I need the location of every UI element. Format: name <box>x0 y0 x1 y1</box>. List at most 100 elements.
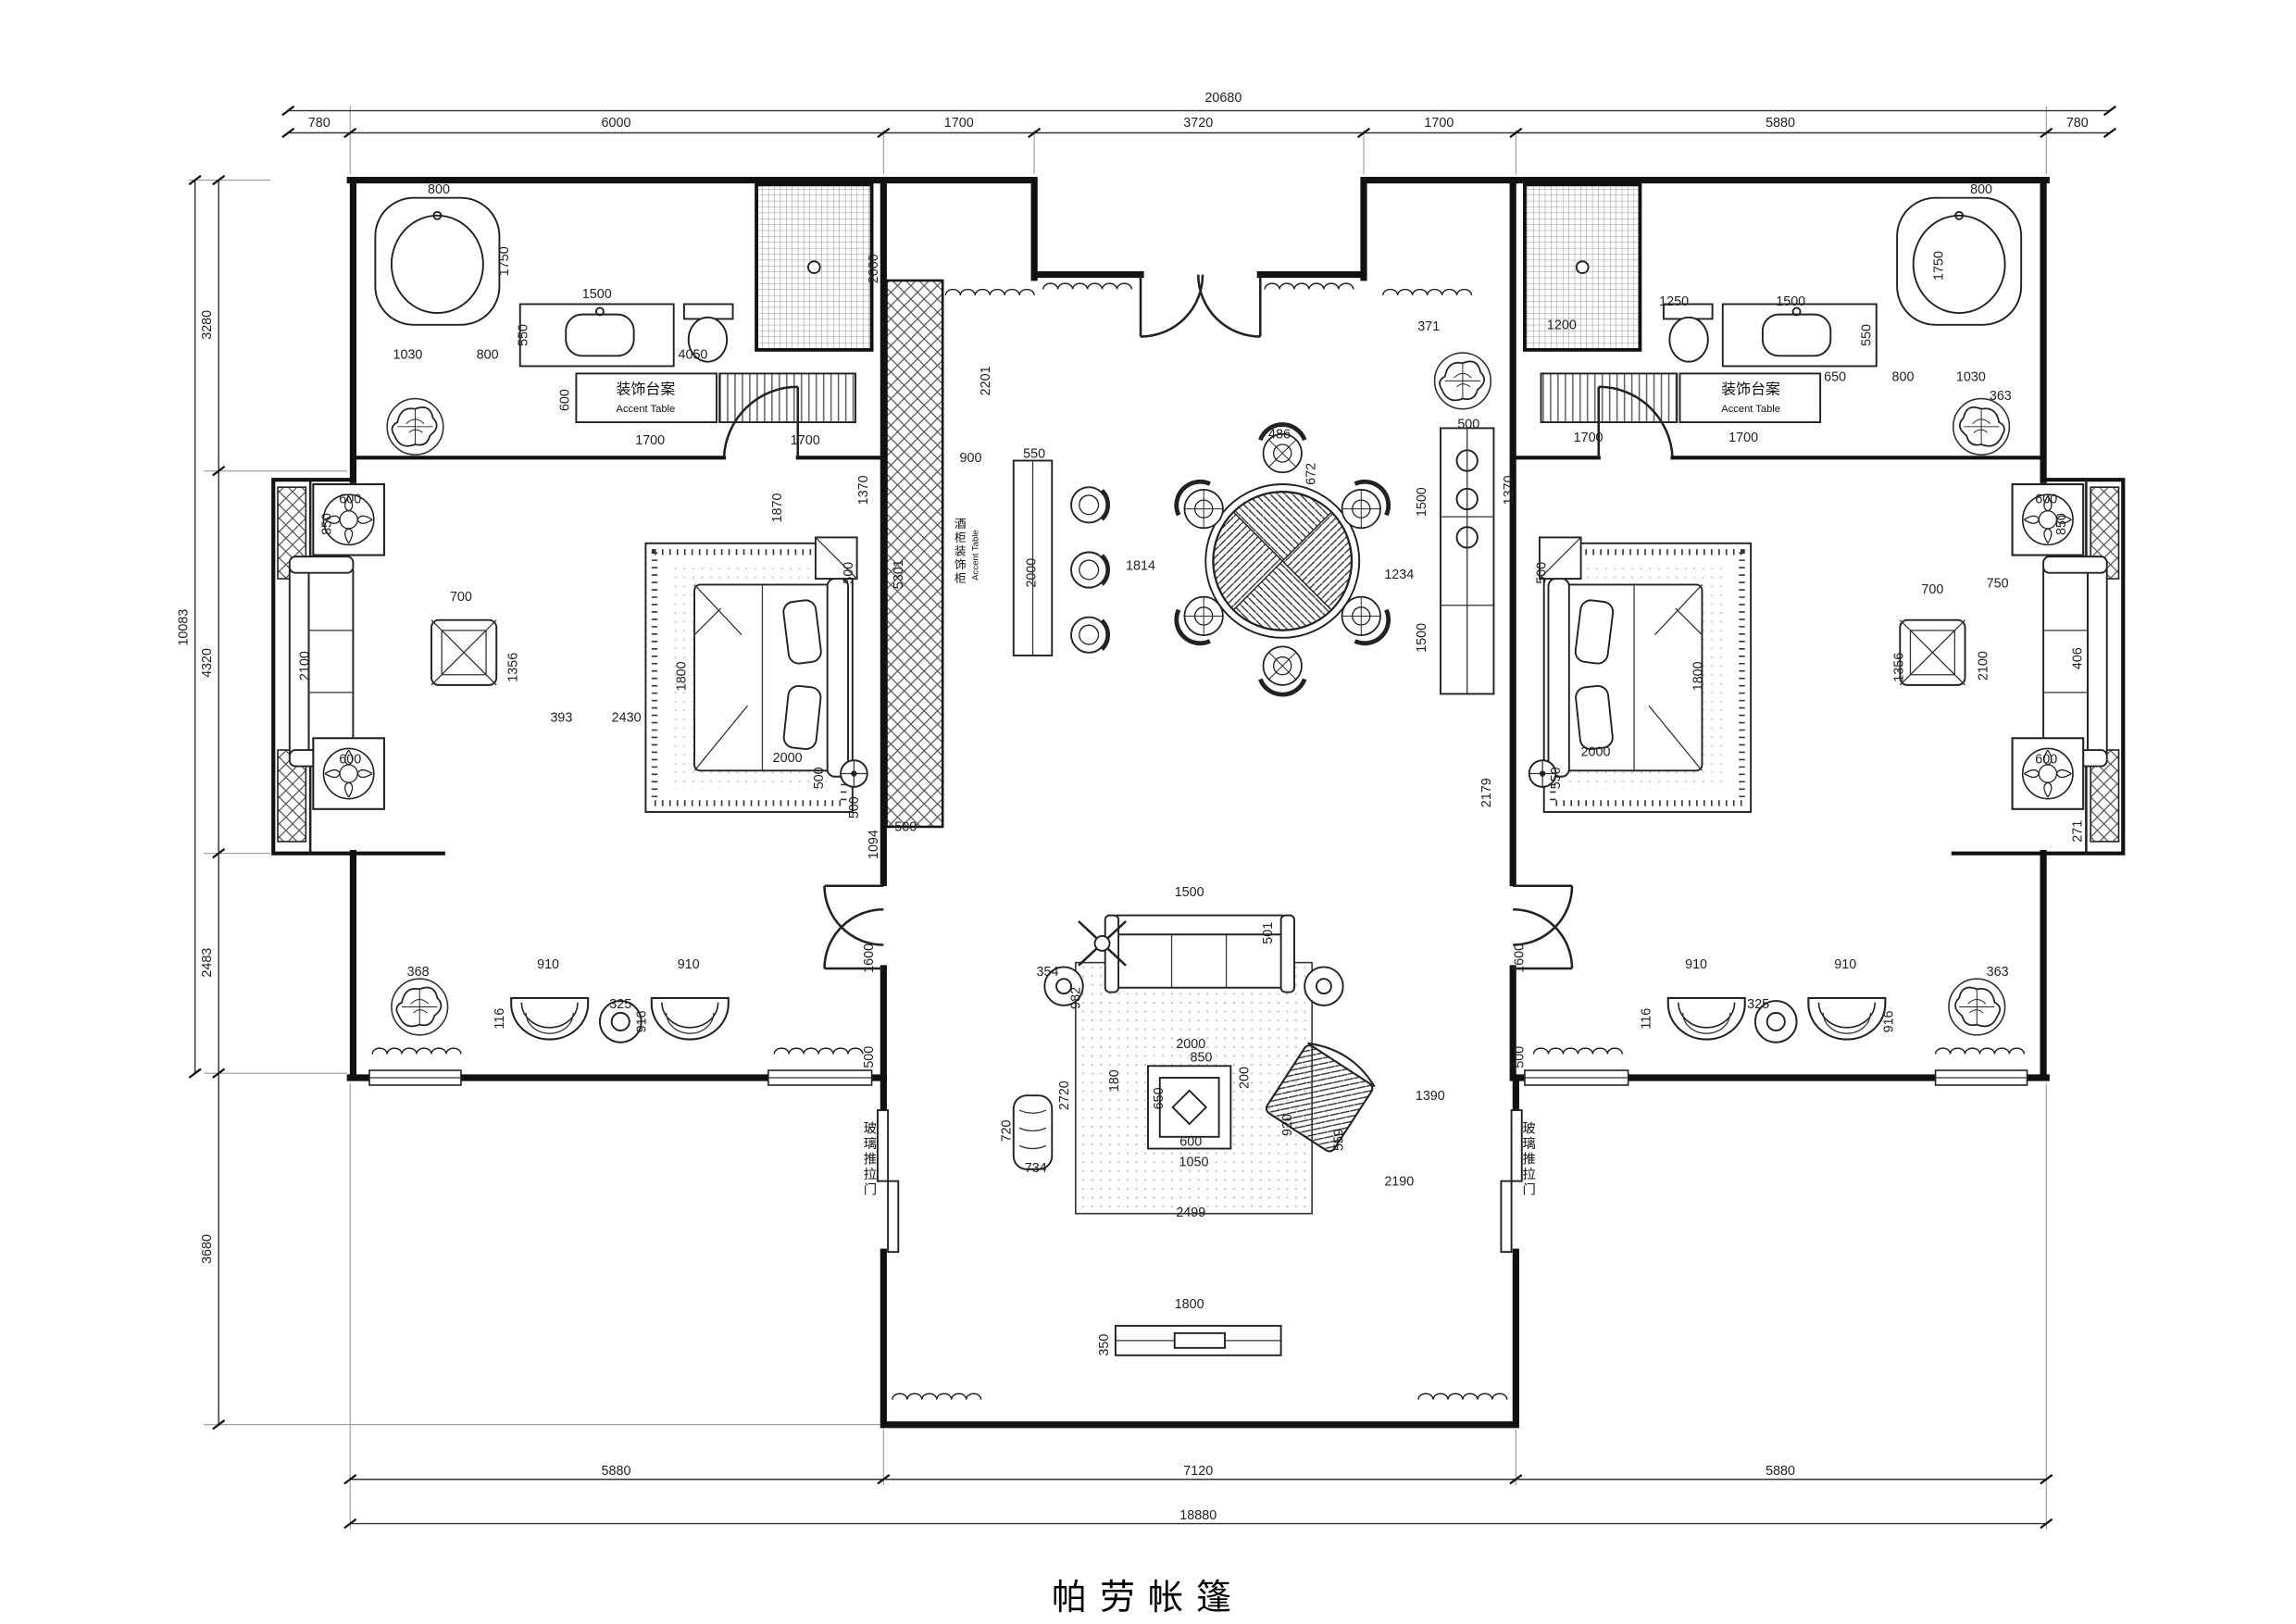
dimension-label: 371 <box>1417 319 1440 334</box>
bar-stool <box>1069 485 1110 525</box>
dimension-label: 1050 <box>1179 1156 1209 1170</box>
side-table <box>1304 966 1344 1006</box>
dimension-label: 363 <box>1990 389 2012 404</box>
dimension-label: 1030 <box>393 347 422 362</box>
dimension-label: 271 <box>2071 820 2086 843</box>
tub-chair <box>510 996 590 1041</box>
dimension-label: 1870 <box>770 493 785 523</box>
dimension-label: 734 <box>1025 1161 1047 1176</box>
floor-lamp <box>1078 920 1127 967</box>
dimension-label: 550 <box>517 324 531 346</box>
dimension-label: 2499 <box>1176 1206 1205 1220</box>
dimension-label: 354 <box>1037 965 1059 980</box>
dimension-label: 2100 <box>1976 651 1990 681</box>
dimension-label: 720 <box>1000 1119 1015 1142</box>
entry-doors <box>1139 274 1262 338</box>
bay-sofa <box>288 556 355 768</box>
curtain-symbol <box>1042 282 1133 291</box>
dimension-label: 2000 <box>1025 558 1040 588</box>
plant <box>386 397 444 456</box>
dimension-label: 1370 <box>856 475 871 505</box>
plant <box>1433 352 1492 410</box>
dimension-label: 600 <box>2035 752 2057 767</box>
dimension-label: 1814 <box>1126 558 1155 573</box>
window <box>368 1069 873 1086</box>
dimension-label: 2000 <box>867 254 881 283</box>
floor-lamp <box>840 759 868 788</box>
sofa <box>1104 914 1295 993</box>
dimension-label: 559 <box>1332 1129 1347 1151</box>
dimension-label: 116 <box>1640 1008 1654 1030</box>
dimension-label: 1800 <box>1175 1297 1204 1312</box>
double-door <box>823 884 884 970</box>
dining-chair <box>1260 646 1304 694</box>
accent-table-left-label-cn: 装饰台案 <box>617 381 676 398</box>
right-suite <box>1513 181 2123 1085</box>
dimension-label: 1200 <box>1547 319 1577 333</box>
dining-table <box>1204 483 1361 639</box>
curtain-symbol <box>1382 288 1473 296</box>
coffee-table <box>1147 1065 1232 1150</box>
dimension-label: 500 <box>1534 562 1549 584</box>
dimension-label: 3680 <box>200 1234 215 1264</box>
bedside-table <box>814 536 858 581</box>
dimension-label: 500 <box>1512 1046 1527 1068</box>
dimension-label: 700 <box>450 590 472 605</box>
dimension-label: 501 <box>1261 922 1276 944</box>
dimension-label: 672 <box>1304 463 1318 485</box>
side-table <box>1043 966 1084 1006</box>
living-room <box>876 914 1523 1429</box>
armchair <box>430 618 498 686</box>
bathroom-door <box>722 385 800 458</box>
dimension-label: 500 <box>847 796 862 818</box>
dimension-label: 1370 <box>1502 475 1516 505</box>
dimension-label: 600 <box>557 389 572 411</box>
dimension-label: 1356 <box>506 653 521 682</box>
curtain-symbol <box>371 1047 462 1056</box>
dimension-label: 393 <box>550 711 572 726</box>
glass-sliding-door-left-label: 玻璃推拉门 <box>864 1121 877 1198</box>
vanity-sink <box>518 303 675 368</box>
dimension-label: 18880 <box>1179 1508 1217 1523</box>
dimension-label: 600 <box>2035 493 2057 507</box>
curtain-symbol <box>773 1047 864 1056</box>
glass-sliding-door-left <box>876 1109 900 1254</box>
dimension-label: 1500 <box>1415 623 1429 653</box>
dimension-label: 1700 <box>1728 431 1758 445</box>
dimension-label: 1500 <box>582 287 612 302</box>
bed <box>693 578 849 778</box>
dimension-label: 600 <box>339 752 361 767</box>
tub-chair <box>650 996 730 1041</box>
wine-cabinet-label-en: Accent Table <box>970 530 980 581</box>
bar-counter <box>1012 459 1054 656</box>
dimension-label: 325 <box>609 997 631 1012</box>
curtain-symbol <box>944 288 1035 296</box>
dimension-label: 363 <box>1987 965 2009 980</box>
dimension-label: 1700 <box>944 116 974 131</box>
dimension-label: 800 <box>428 182 450 197</box>
dimension-label: 486 <box>1268 428 1291 443</box>
plan-title: 帕劳帐篷 <box>1051 1579 1244 1618</box>
accent-table-right-label-cn: 装饰台案 <box>1721 381 1780 398</box>
dimension-label: 550 <box>1023 446 1045 461</box>
dimension-label: 650 <box>1824 369 1846 384</box>
dimension-label: 910 <box>1834 957 1856 972</box>
wine-cabinet-label-cn: 酒柜装饰柜 <box>955 517 967 585</box>
dimension-label: 800 <box>1970 182 1992 197</box>
dimension-label: 1356 <box>1891 653 1906 682</box>
dimension-label: 2430 <box>612 711 642 726</box>
dimension-label: 406 <box>2071 647 2086 669</box>
accent-table-right-label-en: Accent Table <box>1721 404 1780 415</box>
dimension-label: 5880 <box>1766 116 1795 131</box>
dimension-label: 910 <box>1685 957 1707 972</box>
dimension-label: 3720 <box>1183 116 1213 131</box>
dimension-label: 116 <box>493 1008 507 1030</box>
accent-table-left-label-en: Accent Table <box>617 404 676 415</box>
curtain-symbol <box>1264 282 1354 291</box>
dimension-label: 1390 <box>1416 1089 1445 1104</box>
dimension-label: 2720 <box>1057 1081 1072 1110</box>
